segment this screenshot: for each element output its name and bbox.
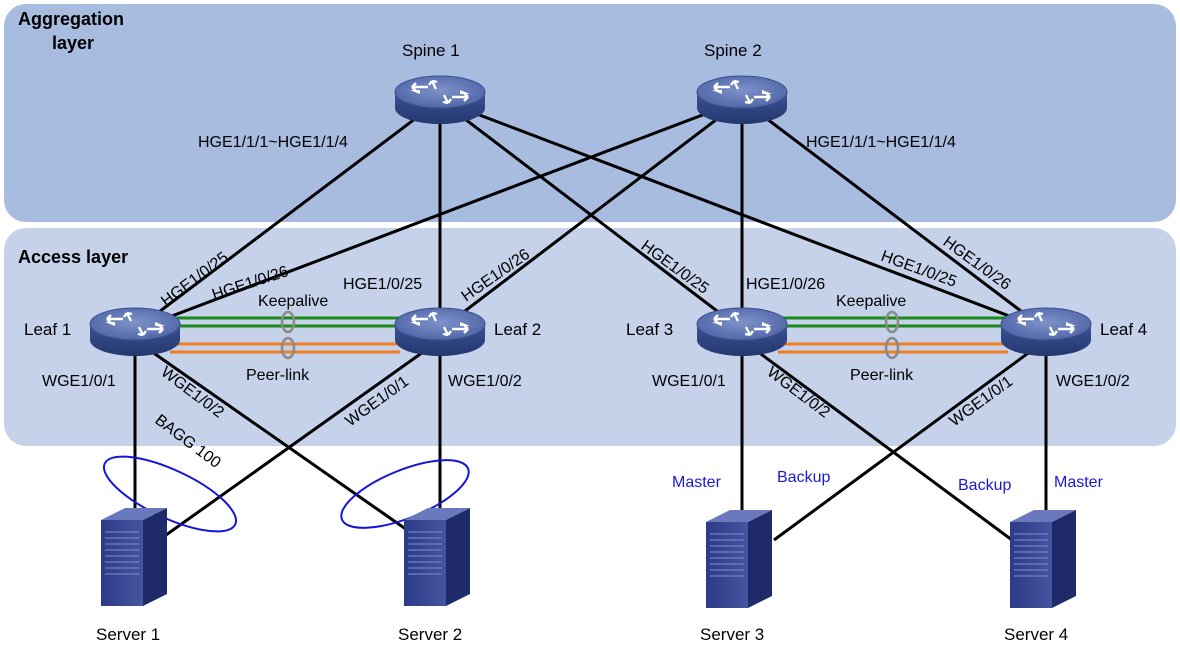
server3-icon[interactable] [705,509,773,609]
peerlink-left-label: Peer-link [246,367,310,384]
link-leaf4-server3 [773,338,1047,542]
server4-master-label: Master [1054,474,1104,491]
link-spine2-leaf2 [439,98,743,332]
leaf2-label: Leaf 2 [494,320,541,339]
server2-icon[interactable] [403,507,471,607]
link-spine2-leaf1 [134,98,743,332]
link-leaf1-server2 [134,338,411,534]
link-leaf2-server1 [165,338,441,537]
peerlink-right-label: Peer-link [850,367,914,384]
link-leaf3-server4 [741,338,1013,542]
leaf3-leaf4-ml-ag-links [778,310,1008,360]
server3-backup-label: Backup [777,469,830,486]
leaf3-label: Leaf 3 [626,320,673,339]
spine1-label: Spine 1 [402,41,460,60]
leaf3-switch-icon[interactable] [695,306,789,358]
uplinks [134,98,1047,332]
leaf4-label: Leaf 4 [1100,320,1147,339]
spine1-port-range-label: HGE1/1/1~HGE1/1/4 [198,134,348,151]
leaf1-label: Leaf 1 [24,320,71,339]
aggregation-layer-band [4,4,1176,222]
keepalive-right-label: Keepalive [836,293,906,310]
server1-icon[interactable] [100,507,168,607]
access-layer-band [4,228,1176,446]
leaf1-switch-icon[interactable] [88,306,182,358]
link-spine2-leaf4 [741,98,1047,332]
server4-icon[interactable] [1009,509,1077,609]
spine2-label: Spine 2 [704,41,762,60]
leaf2-uplink-port-25: HGE1/0/25 [343,276,422,293]
leaf2-downlink-port-2: WGE1/0/2 [448,373,522,390]
leaf4-switch-icon[interactable] [999,306,1093,358]
link-spine1-leaf1 [134,98,441,332]
leaf3-downlink-port-1: WGE1/0/1 [652,373,726,390]
aggregation-layer-title: Aggregation [18,9,124,29]
aggregation-layer-title-line2: layer [52,33,94,53]
server1-label: Server 1 [96,625,160,644]
spine2-router-icon[interactable] [695,74,789,126]
server3-label: Server 3 [700,625,764,644]
leaf2-switch-icon[interactable] [393,306,487,358]
leaf3-uplink-port-26: HGE1/0/26 [746,276,825,293]
leaf1-downlink-port-1: WGE1/0/1 [42,373,116,390]
access-layer-title: Access layer [18,247,128,267]
spine2-port-range-label: HGE1/1/1~HGE1/1/4 [806,134,956,151]
server4-backup-label: Backup [958,477,1011,494]
leaf1-leaf2-ml-ag-links [170,310,400,360]
server4-label: Server 4 [1004,625,1068,644]
keepalive-left-label: Keepalive [258,293,328,310]
downlinks [133,338,1048,542]
leaf4-downlink-port-2: WGE1/0/2 [1056,373,1130,390]
server3-master-label: Master [672,474,722,491]
server2-label: Server 2 [398,625,462,644]
spine1-router-icon[interactable] [393,74,487,126]
